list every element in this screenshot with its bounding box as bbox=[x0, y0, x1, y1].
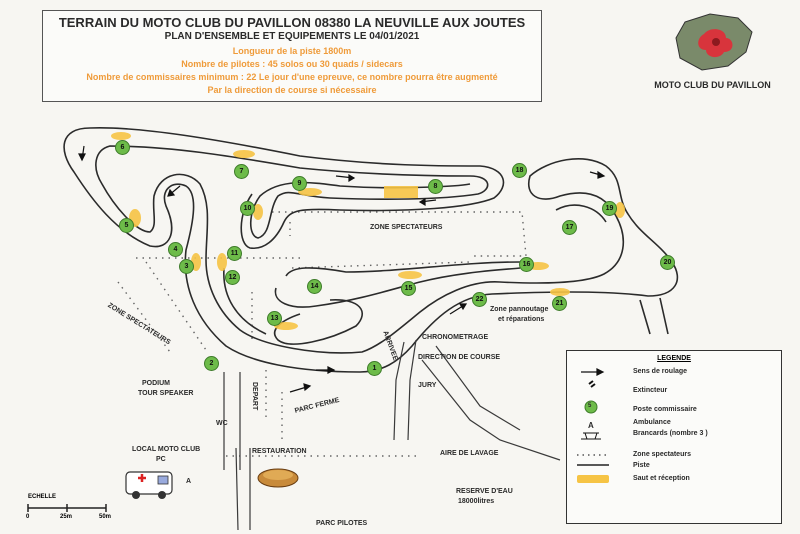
timing-label: CHRONOMETRAGE bbox=[422, 334, 489, 341]
jump-mark bbox=[233, 150, 255, 158]
legend-spectators: Zone spectateurs bbox=[633, 451, 691, 458]
clubhouse-label: LOCAL MOTO CLUB bbox=[132, 446, 201, 453]
track-length: Longueur de la piste 1800m bbox=[232, 46, 352, 56]
marshal-post-2: 2 bbox=[204, 356, 219, 371]
marshal-post-17: 17 bbox=[562, 220, 577, 235]
marshal-post-7: 7 bbox=[234, 164, 249, 179]
direction-arrows bbox=[78, 145, 606, 393]
extinguisher-icon bbox=[588, 380, 596, 388]
legend-post-sample: 5 bbox=[588, 403, 592, 409]
marshal-post-19: 19 bbox=[602, 201, 617, 216]
water-volume-label: 18000litres bbox=[458, 498, 495, 505]
jump-mark bbox=[111, 132, 131, 140]
rider-park-label: PARC PILOTES bbox=[316, 520, 368, 527]
ambulance-icon bbox=[125, 471, 173, 499]
marshal-post-9: 9 bbox=[292, 176, 307, 191]
club-name: MOTO CLUB DU PAVILLON bbox=[654, 80, 771, 90]
marshal-post-1: 1 bbox=[367, 361, 382, 376]
jump-mark bbox=[384, 186, 418, 198]
marshal-post-20: 20 bbox=[660, 255, 675, 270]
legend-track: Piste bbox=[633, 462, 650, 469]
title-box: TERRAIN DU MOTO CLUB DU PAVILLON 08380 L… bbox=[42, 10, 542, 102]
marshal-post-22: 22 bbox=[472, 292, 487, 307]
jump-mark bbox=[398, 271, 422, 279]
legend-ambulance-letter: A bbox=[588, 421, 594, 430]
jump-mark bbox=[274, 322, 298, 330]
legend-stretchers: Brancards (nombre 3 ) bbox=[633, 430, 708, 437]
marshal-post-11: 11 bbox=[227, 246, 242, 261]
post-icon bbox=[584, 400, 598, 414]
start-label: DEPART bbox=[251, 382, 258, 411]
scale-50m: 50m bbox=[99, 514, 112, 520]
map-title: TERRAIN DU MOTO CLUB DU PAVILLON 08380 L… bbox=[58, 15, 526, 30]
marshal-count: Nombre de commissaires minimum : 22 Le j… bbox=[86, 72, 498, 82]
marshal-post-8: 8 bbox=[428, 179, 443, 194]
rider-count: Nombre de pilotes : 45 solos ou 30 quads… bbox=[181, 59, 403, 69]
map-subtitle: PLAN D'ENSEMBLE ET EQUIPEMENTS LE 04/01/… bbox=[164, 31, 420, 42]
wash-area-label: AIRE DE LAVAGE bbox=[440, 450, 499, 457]
marshal-post-21: 21 bbox=[552, 296, 567, 311]
jump-mark bbox=[550, 288, 570, 296]
restauration-label: RESTAURATION bbox=[252, 448, 307, 455]
scale-title: ECHELLE bbox=[28, 494, 57, 500]
pit-zone-label: Zone pannoutage bbox=[490, 306, 549, 313]
marshal-post-14: 14 bbox=[307, 279, 322, 294]
marshal-post-5: 5 bbox=[119, 218, 134, 233]
speaker-tower-label: TOUR SPEAKER bbox=[138, 390, 194, 397]
jump-mark bbox=[253, 204, 263, 220]
scale-bar bbox=[27, 504, 107, 512]
legend-post: Poste commissaire bbox=[633, 406, 697, 413]
track bbox=[63, 127, 679, 373]
marshal-post-6: 6 bbox=[115, 140, 130, 155]
scale-zero: 0 bbox=[26, 514, 30, 520]
marshal-post-10: 10 bbox=[240, 201, 255, 216]
podium-label: PODIUM bbox=[142, 380, 170, 387]
repair-label: et réparations bbox=[498, 316, 545, 323]
marshal-post-12: 12 bbox=[225, 270, 240, 285]
legend-jump: Saut et réception bbox=[633, 475, 690, 482]
zone-spectators-label: ZONE SPECTATEURS bbox=[370, 224, 443, 231]
jury-label: JURY bbox=[418, 382, 437, 389]
marshal-post-18: 18 bbox=[512, 163, 527, 178]
food-icon bbox=[257, 468, 299, 488]
legend-direction: Sens de roulage bbox=[633, 368, 688, 375]
legend-title: LEGENDE bbox=[657, 355, 691, 362]
jump-mark bbox=[615, 202, 625, 218]
spectator-zones bbox=[117, 211, 527, 457]
marshal-post-4: 4 bbox=[168, 242, 183, 257]
club-logo: MOTO CLUB DU PAVILLON bbox=[640, 8, 785, 108]
race-direction-note: Par la direction de course si nécessaire bbox=[207, 85, 377, 95]
ambulance-a-label: A bbox=[186, 478, 192, 485]
jump-icon bbox=[577, 475, 609, 483]
legend: LEGENDE 5 A Sens de roulage Extincteur P… bbox=[566, 350, 782, 524]
info-lines: Longueur de la piste 1800m Nombre de pil… bbox=[43, 45, 541, 97]
stretcher-icon bbox=[581, 432, 601, 440]
legend-ambulance: Ambulance bbox=[633, 419, 671, 426]
map-of-ardennes-logo-icon bbox=[675, 13, 753, 71]
marshal-post-13: 13 bbox=[267, 311, 282, 326]
legend-extinguisher: Extincteur bbox=[633, 387, 668, 394]
marshal-post-15: 15 bbox=[401, 281, 416, 296]
race-direction-label: DIRECTION DE COURSE bbox=[418, 354, 501, 361]
legend-symbols bbox=[577, 368, 609, 483]
pc-label: PC bbox=[156, 456, 166, 463]
marshal-post-16: 16 bbox=[519, 257, 534, 272]
jump-mark bbox=[298, 188, 322, 196]
jumps bbox=[111, 132, 625, 330]
jump-mark bbox=[217, 253, 227, 271]
water-reserve-label: RESERVE D'EAU bbox=[456, 488, 513, 495]
access-roads bbox=[223, 339, 561, 531]
wc-label: WC bbox=[216, 420, 228, 427]
scale-25m: 25m bbox=[60, 514, 73, 520]
arrow-icon bbox=[581, 368, 605, 376]
marshal-post-3: 3 bbox=[179, 259, 194, 274]
